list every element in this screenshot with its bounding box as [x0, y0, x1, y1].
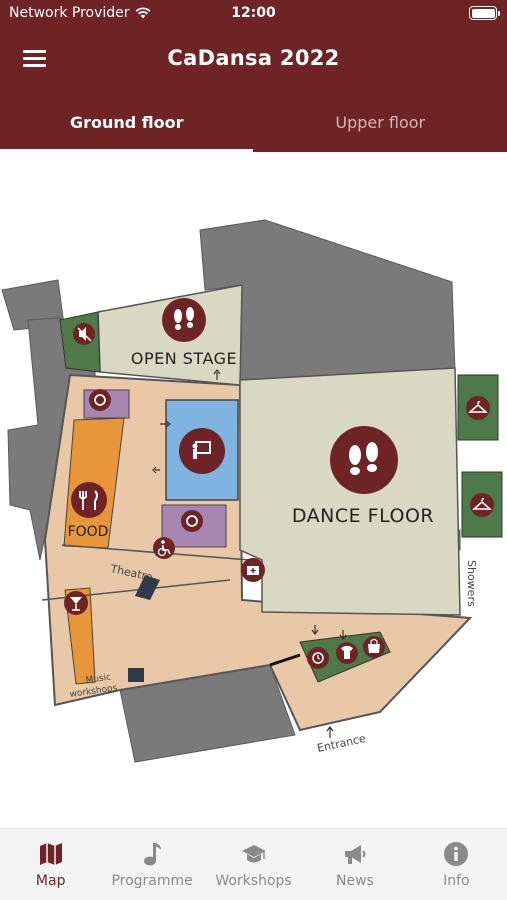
dance-shoes-icon[interactable]: [162, 298, 206, 342]
dance-floor-area[interactable]: [239, 367, 461, 616]
megaphone-icon: [344, 845, 366, 864]
tab-indicator: [0, 149, 253, 152]
tab-ground-floor[interactable]: Ground floor: [69, 113, 184, 132]
baby-icon[interactable]: [89, 389, 111, 411]
tshirt-icon[interactable]: [336, 642, 358, 664]
battery-icon: [469, 6, 500, 20]
nav-news[interactable]: News: [304, 829, 405, 900]
coat-hanger-icon[interactable]: [470, 493, 494, 517]
nav-info[interactable]: Info: [406, 829, 507, 900]
first-aid-icon[interactable]: [241, 558, 265, 582]
theatre-stairs: [135, 575, 160, 600]
app-header: Network Provider 12:00 CaDansa 2022 Grou…: [0, 0, 507, 152]
network-provider-label: Network Provider: [9, 5, 130, 21]
info-icon: [444, 842, 469, 866]
nav-workshops[interactable]: Workshops: [203, 829, 304, 900]
map-markers: [64, 298, 494, 669]
nav-programme-label: Programme: [111, 873, 193, 889]
nav-programme[interactable]: Programme: [101, 829, 202, 900]
status-bar: Network Provider 12:00: [0, 0, 507, 28]
tab-upper-floor[interactable]: Upper floor: [335, 113, 426, 132]
presentation-icon[interactable]: [179, 428, 225, 474]
entrance-door: [269, 653, 301, 667]
floor-tabs: Ground floor Upper floor: [0, 100, 507, 152]
music-stairs: [128, 668, 144, 682]
menu-button[interactable]: [18, 44, 52, 74]
shop-icon[interactable]: [363, 636, 385, 658]
app-title: CaDansa 2022: [167, 46, 340, 70]
network-provider: Network Provider: [9, 5, 151, 21]
direction-arrows: [152, 369, 347, 738]
music-workshops-line1: Music: [85, 672, 112, 685]
dance-floor-label: DANCE FLOOR: [292, 505, 434, 527]
floor-plan[interactable]: OPEN STAGE DANCE FLOOR FOOD Theatre Show…: [0, 152, 507, 828]
entrance-label: Entrance: [316, 732, 367, 755]
cocktail-icon[interactable]: [64, 591, 88, 615]
restaurant-icon[interactable]: [71, 482, 107, 518]
nav-map-label: Map: [35, 873, 66, 889]
open-stage-label: OPEN STAGE: [131, 349, 237, 368]
food-label: FOOD: [68, 524, 109, 540]
nav-map[interactable]: Map: [0, 829, 101, 900]
bottom-navigation: Map Programme Workshops News Info: [0, 828, 507, 900]
nav-workshops-label: Workshops: [215, 873, 292, 889]
baby-icon[interactable]: [181, 510, 203, 532]
wifi-icon: [135, 7, 150, 19]
dance-shoes-icon[interactable]: [330, 426, 398, 494]
music-note-icon: [144, 843, 162, 866]
map-icon: [39, 843, 62, 865]
showers-label: Showers: [465, 560, 478, 607]
nav-news-label: News: [336, 873, 374, 889]
no-sound-icon[interactable]: [73, 323, 95, 345]
graduation-cap-icon: [241, 845, 266, 863]
floor-map[interactable]: OPEN STAGE DANCE FLOOR FOOD Theatre Show…: [0, 152, 507, 828]
clock-icon[interactable]: [307, 647, 329, 669]
coat-hanger-icon[interactable]: [466, 396, 490, 420]
nav-info-label: Info: [443, 873, 470, 889]
clock: 12:00: [231, 5, 276, 21]
accessible-icon[interactable]: [153, 537, 175, 559]
